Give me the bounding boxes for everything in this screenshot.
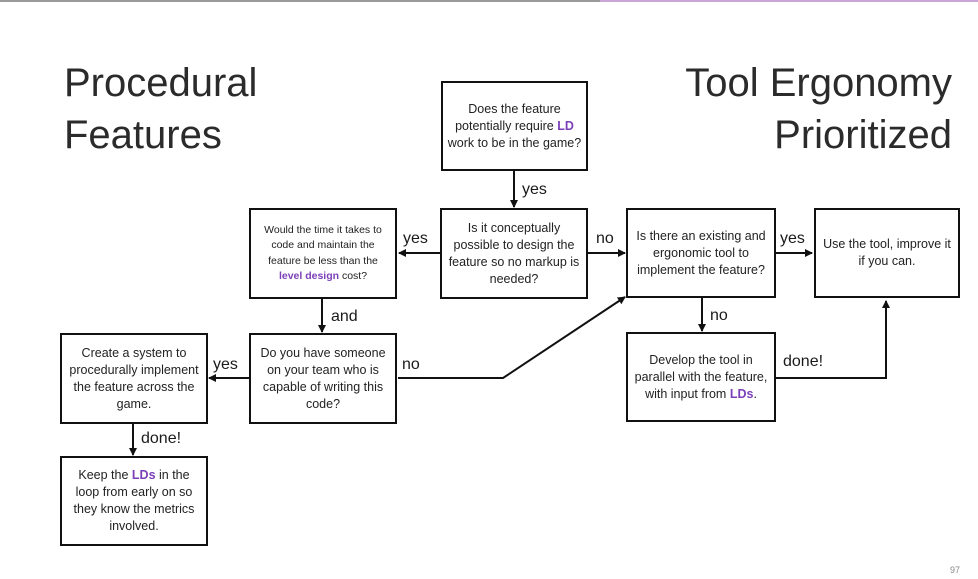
node-use-tool: Use the tool, improve it if you can. (814, 208, 960, 298)
top-border (0, 0, 978, 2)
node-create-system: Create a system to procedurally implemen… (60, 333, 208, 424)
node-ld-work-question: Does the feature potentially require LD … (441, 81, 588, 171)
highlight-ld: LD (557, 118, 574, 133)
top-accent-border (600, 0, 978, 2)
label-yes-down: yes (522, 181, 547, 198)
label-yes-left: yes (403, 230, 428, 247)
title-procedural-features: Procedural Features (64, 61, 258, 157)
node-someone-capable-question: Do you have someone on your team who is … (249, 333, 397, 424)
node-time-cost-question: Would the time it takes to code and main… (249, 208, 397, 299)
label-no-down: no (710, 307, 728, 324)
page-number: 97 (949, 565, 960, 575)
node-existing-tool-question: Is there an existing and ergonomic tool … (626, 208, 776, 298)
label-done-develop: done! (783, 353, 824, 370)
label-and: and (331, 308, 358, 325)
label-done-create: done! (141, 430, 182, 447)
node-develop-tool: Develop the tool in parallel with the fe… (626, 332, 776, 422)
node-no-markup-question: Is it conceptually possible to design th… (440, 208, 588, 299)
arrow-someone-to-tool (398, 296, 626, 379)
highlight-lds: LDs (729, 386, 754, 401)
highlight-level-design: level design (278, 270, 340, 282)
label-no-right: no (596, 230, 614, 247)
label-no-to-tool: no (402, 356, 420, 373)
highlight-lds: LDs (131, 468, 156, 482)
node-keep-lds: Keep the LDs in the loop from early on s… (60, 456, 208, 546)
label-yes-create: yes (213, 356, 238, 373)
arrow-develop-to-use (776, 300, 890, 379)
title-tool-ergonomy: Tool Ergonomy Prioritized (685, 61, 952, 157)
label-yes-right: yes (780, 230, 805, 247)
